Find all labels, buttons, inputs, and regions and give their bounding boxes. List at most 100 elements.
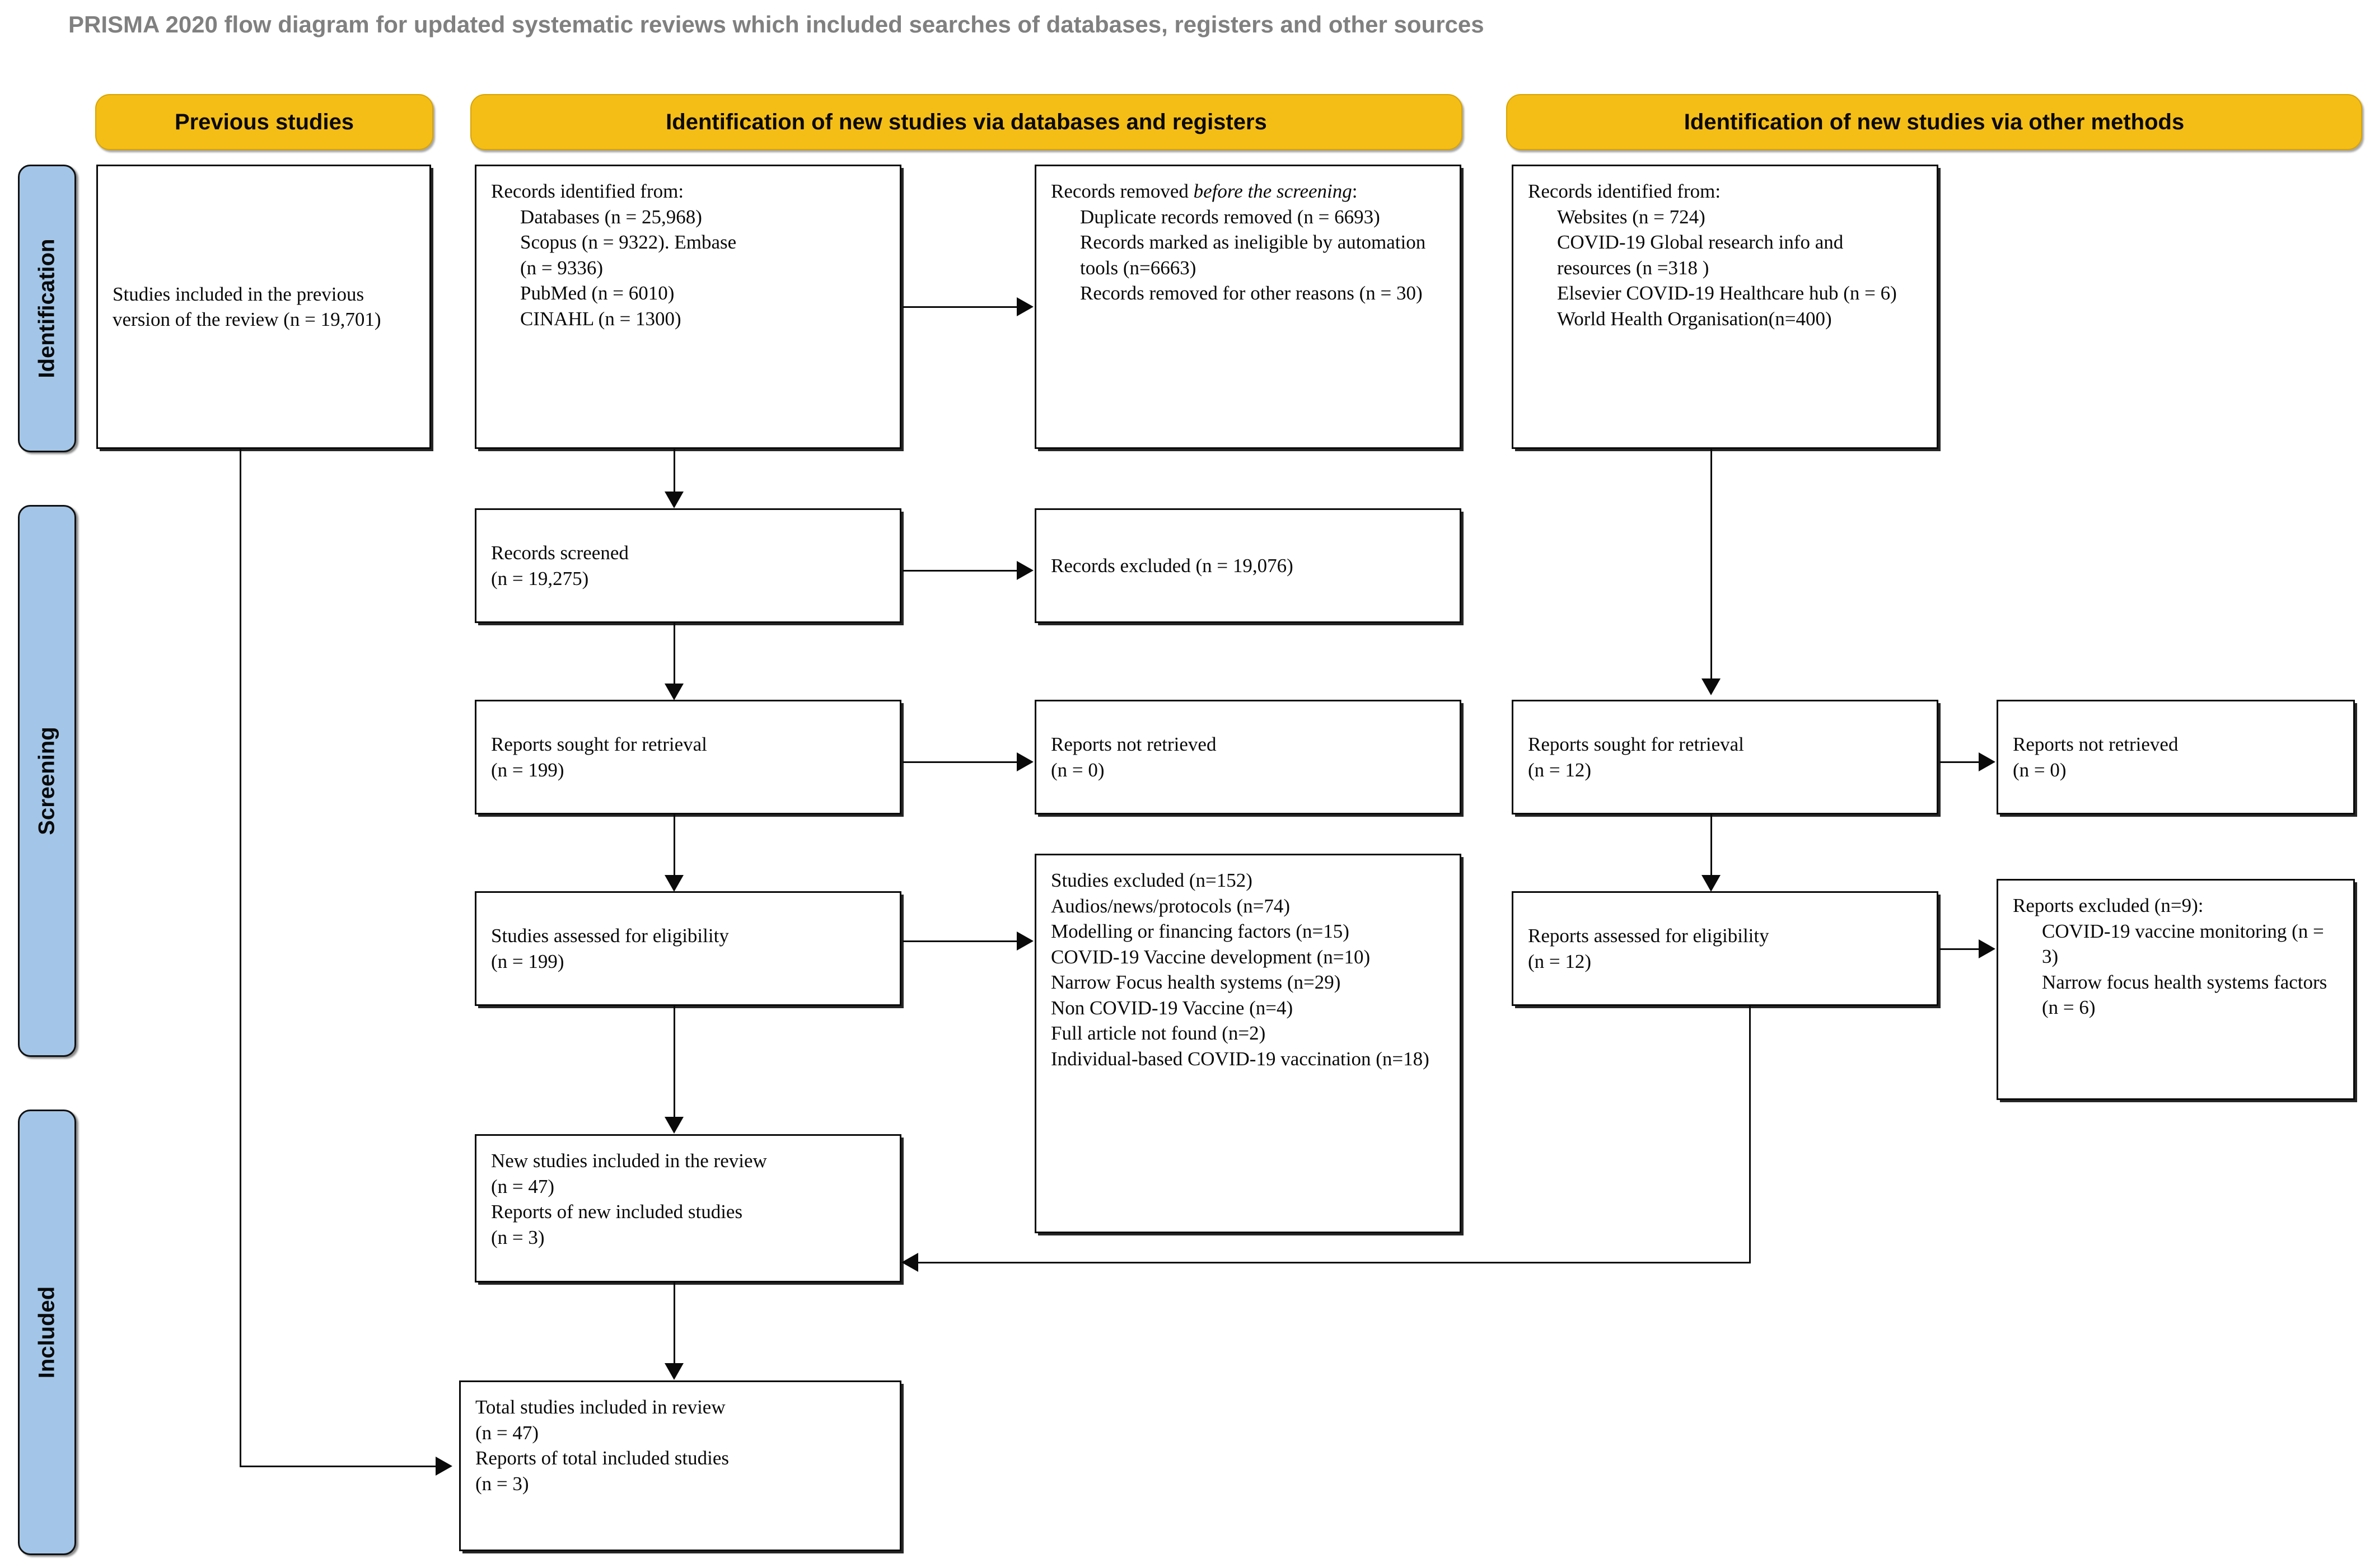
connector-other-assessed-elbow-horizontal [918,1262,1751,1263]
box-previous-studies-text: Studies included in the previous version… [98,282,429,333]
text-line: Narrow Focus health systems (n=29) [1051,971,1341,993]
box-records-removed-before-screening: Records removed before the screening: Du… [1035,165,1461,449]
box-reports-not-retrieved-other-text: Reports not retrieved(n = 0) [1998,732,2353,783]
text-line: (n = 199) [491,759,564,781]
text-line: Databases (n = 25,968) [520,205,702,228]
text-line: Records identified from: [1528,180,1721,202]
connector-new-to-total-included [674,1283,675,1364]
text-line: New studies included in the review [491,1150,767,1172]
arrowhead-identified-to-screened [665,492,684,508]
text-line: (n = 19,275) [491,567,589,589]
text-line: Reports sought for retrieval [1528,733,1744,755]
arrowhead-assessed-to-excluded-other [1979,939,1995,958]
box-records-excluded-text: Records excluded (n = 19,076) [1036,553,1460,579]
connector-assessed-to-excluded-other [1939,948,1980,950]
connector-other-assessed-elbow-vertical [1749,1006,1751,1263]
page-title: PRISMA 2020 flow diagram for updated sys… [68,11,1484,38]
box-reports-excluded-other-text: Reports excluded (n=9): COVID-19 vaccine … [1998,881,2353,1021]
box-previous-studies: Studies included in the previous version… [96,165,431,449]
records-removed-heading: Records removed before the screening: [1051,180,1358,202]
text-line: Records screened [491,542,629,564]
connector-assessed-to-excluded-db [903,940,1018,942]
box-total-studies-included: Total studies included in review (n = 47)… [459,1380,901,1551]
banner-previous-studies: Previous studies [95,94,433,150]
text-line: Records identified from: [491,180,684,202]
text-line: Non COVID-19 Vaccine (n=4) [1051,996,1293,1019]
text-line: (n = 3) [491,1226,545,1248]
arrowhead-sought-to-notretrieved-db [1017,752,1034,771]
stage-label-screening-text: Screening [34,727,59,835]
arrowhead-previous-to-total [436,1457,452,1476]
connector-other-to-sought [1710,449,1712,680]
text-line: COVID-19 Vaccine development (n=10) [1051,946,1371,968]
arrowhead-sought-to-notretrieved-other [1979,752,1995,771]
connector-sought-to-notretrieved-db [903,761,1018,763]
box-reports-assessed-eligibility-other-text: Reports assessed for eligibility(n = 12) [1513,923,1937,974]
text-line: Records marked as ineligible by automati… [1080,231,1426,279]
connector-screened-to-sought [674,623,675,685]
banner-previous-studies-label: Previous studies [174,109,354,134]
box-records-identified-databases: Records identified from: Databases (n = 2… [475,165,901,449]
connector-identified-to-removed [903,306,1018,308]
connector-sought-to-notretrieved-other [1939,761,1980,763]
banner-identification-other: Identification of new studies via other … [1506,94,2362,150]
box-reports-assessed-eligibility-other: Reports assessed for eligibility(n = 12) [1512,891,1938,1006]
box-studies-assessed-eligibility-text: Studies assessed for eligibility (n = 199… [476,923,900,974]
text-line: Elsevier COVID-19 Healthcare hub (n = 6) [1557,282,1897,304]
text-line: (n = 9336) [520,256,604,279]
box-new-studies-included: New studies included in the review(n = 4… [475,1134,901,1283]
text-line: Websites (n = 724) [1557,205,1705,228]
text-line: Studies included in the previous version… [113,283,381,331]
box-reports-sought-databases: Reports sought for retrieval (n = 199) [475,700,901,815]
text-line: (n = 3) [475,1472,529,1495]
connector-previous-to-total-horizontal [240,1466,437,1467]
connector-previous-to-total [240,449,241,1467]
box-records-identified-databases-text: Records identified from: Databases (n = 2… [476,166,900,331]
text-line: Narrow focus health systems factors (n =… [2042,971,2327,1019]
text-line: COVID-19 vaccine monitoring (n = 3) [2042,920,2324,968]
text-line: Audios/news/protocols (n=74) [1051,895,1291,917]
text-line: Reports assessed for eligibility [1528,925,1769,947]
box-records-removed-before-screening-text: Records removed before the screening: Du… [1036,166,1460,306]
text-line: Reports sought for retrieval [491,733,707,755]
connector-sought-to-assessed-other [1710,815,1712,876]
box-studies-assessed-eligibility: Studies assessed for eligibility (n = 199… [475,891,901,1006]
arrowhead-sought-to-assessed-db [665,875,684,892]
text-line: Studies assessed for eligibility [491,925,729,947]
box-records-excluded: Records excluded (n = 19,076) [1035,508,1461,623]
stage-label-identification-text: Identification [34,238,59,378]
text-line: (n = 12) [1528,759,1592,781]
arrowhead-new-to-total-included [665,1363,684,1380]
banner-identification-databases: Identification of new studies via databa… [470,94,1462,150]
text-line: Scopus (n = 9322). Embase [520,231,737,253]
box-reports-excluded-other: Reports excluded (n=9): COVID-19 vaccine … [1997,879,2355,1100]
text-line: Reports excluded (n=9): [2013,895,2204,916]
text-line: Reports not retrieved [1051,733,1217,755]
connector-assessed-to-new-included [674,1006,675,1118]
text-line: Reports not retrieved [2013,733,2179,755]
text-line: Individual-based COVID-19 vaccination (n… [1051,1047,1429,1070]
records-removed-sublines: Duplicate records removed (n = 6693) Reco… [1051,204,1445,306]
text-line: (n = 199) [491,950,564,972]
text-line: Reports of total included studies [475,1447,729,1469]
text-line: PubMed (n = 6010) [520,282,675,304]
text-line: Duplicate records removed (n = 6693) [1080,205,1380,228]
text-line: (n = 47) [475,1421,539,1444]
text-line: COVID-19 Global research info and resour… [1557,231,1844,279]
banner-identification-databases-label: Identification of new studies via databa… [666,109,1267,134]
box-records-identified-other: Records identified from: Websites (n = 72… [1512,165,1938,449]
text-line: (n = 0) [1051,759,1105,781]
box-records-screened: Records screened (n = 19,275) [475,508,901,623]
connector-screened-to-excluded [903,570,1018,572]
text-line: Records excluded (n = 19,076) [1051,554,1293,577]
text-line: Total studies included in review [475,1396,726,1418]
text-line: Full article not found (n=2) [1051,1022,1266,1044]
text-line: Records removed for other reasons (n = 3… [1080,282,1423,304]
box-records-screened-text: Records screened (n = 19,275) [476,540,900,591]
connector-identified-to-screened [674,449,675,493]
box-reports-not-retrieved-databases-text: Reports not retrieved (n = 0) [1036,732,1460,783]
text-line: Modelling or financing factors (n=15) [1051,920,1349,942]
connector-sought-to-assessed-db [674,815,675,876]
box-total-studies-included-text: Total studies included in review (n = 47)… [461,1382,900,1496]
